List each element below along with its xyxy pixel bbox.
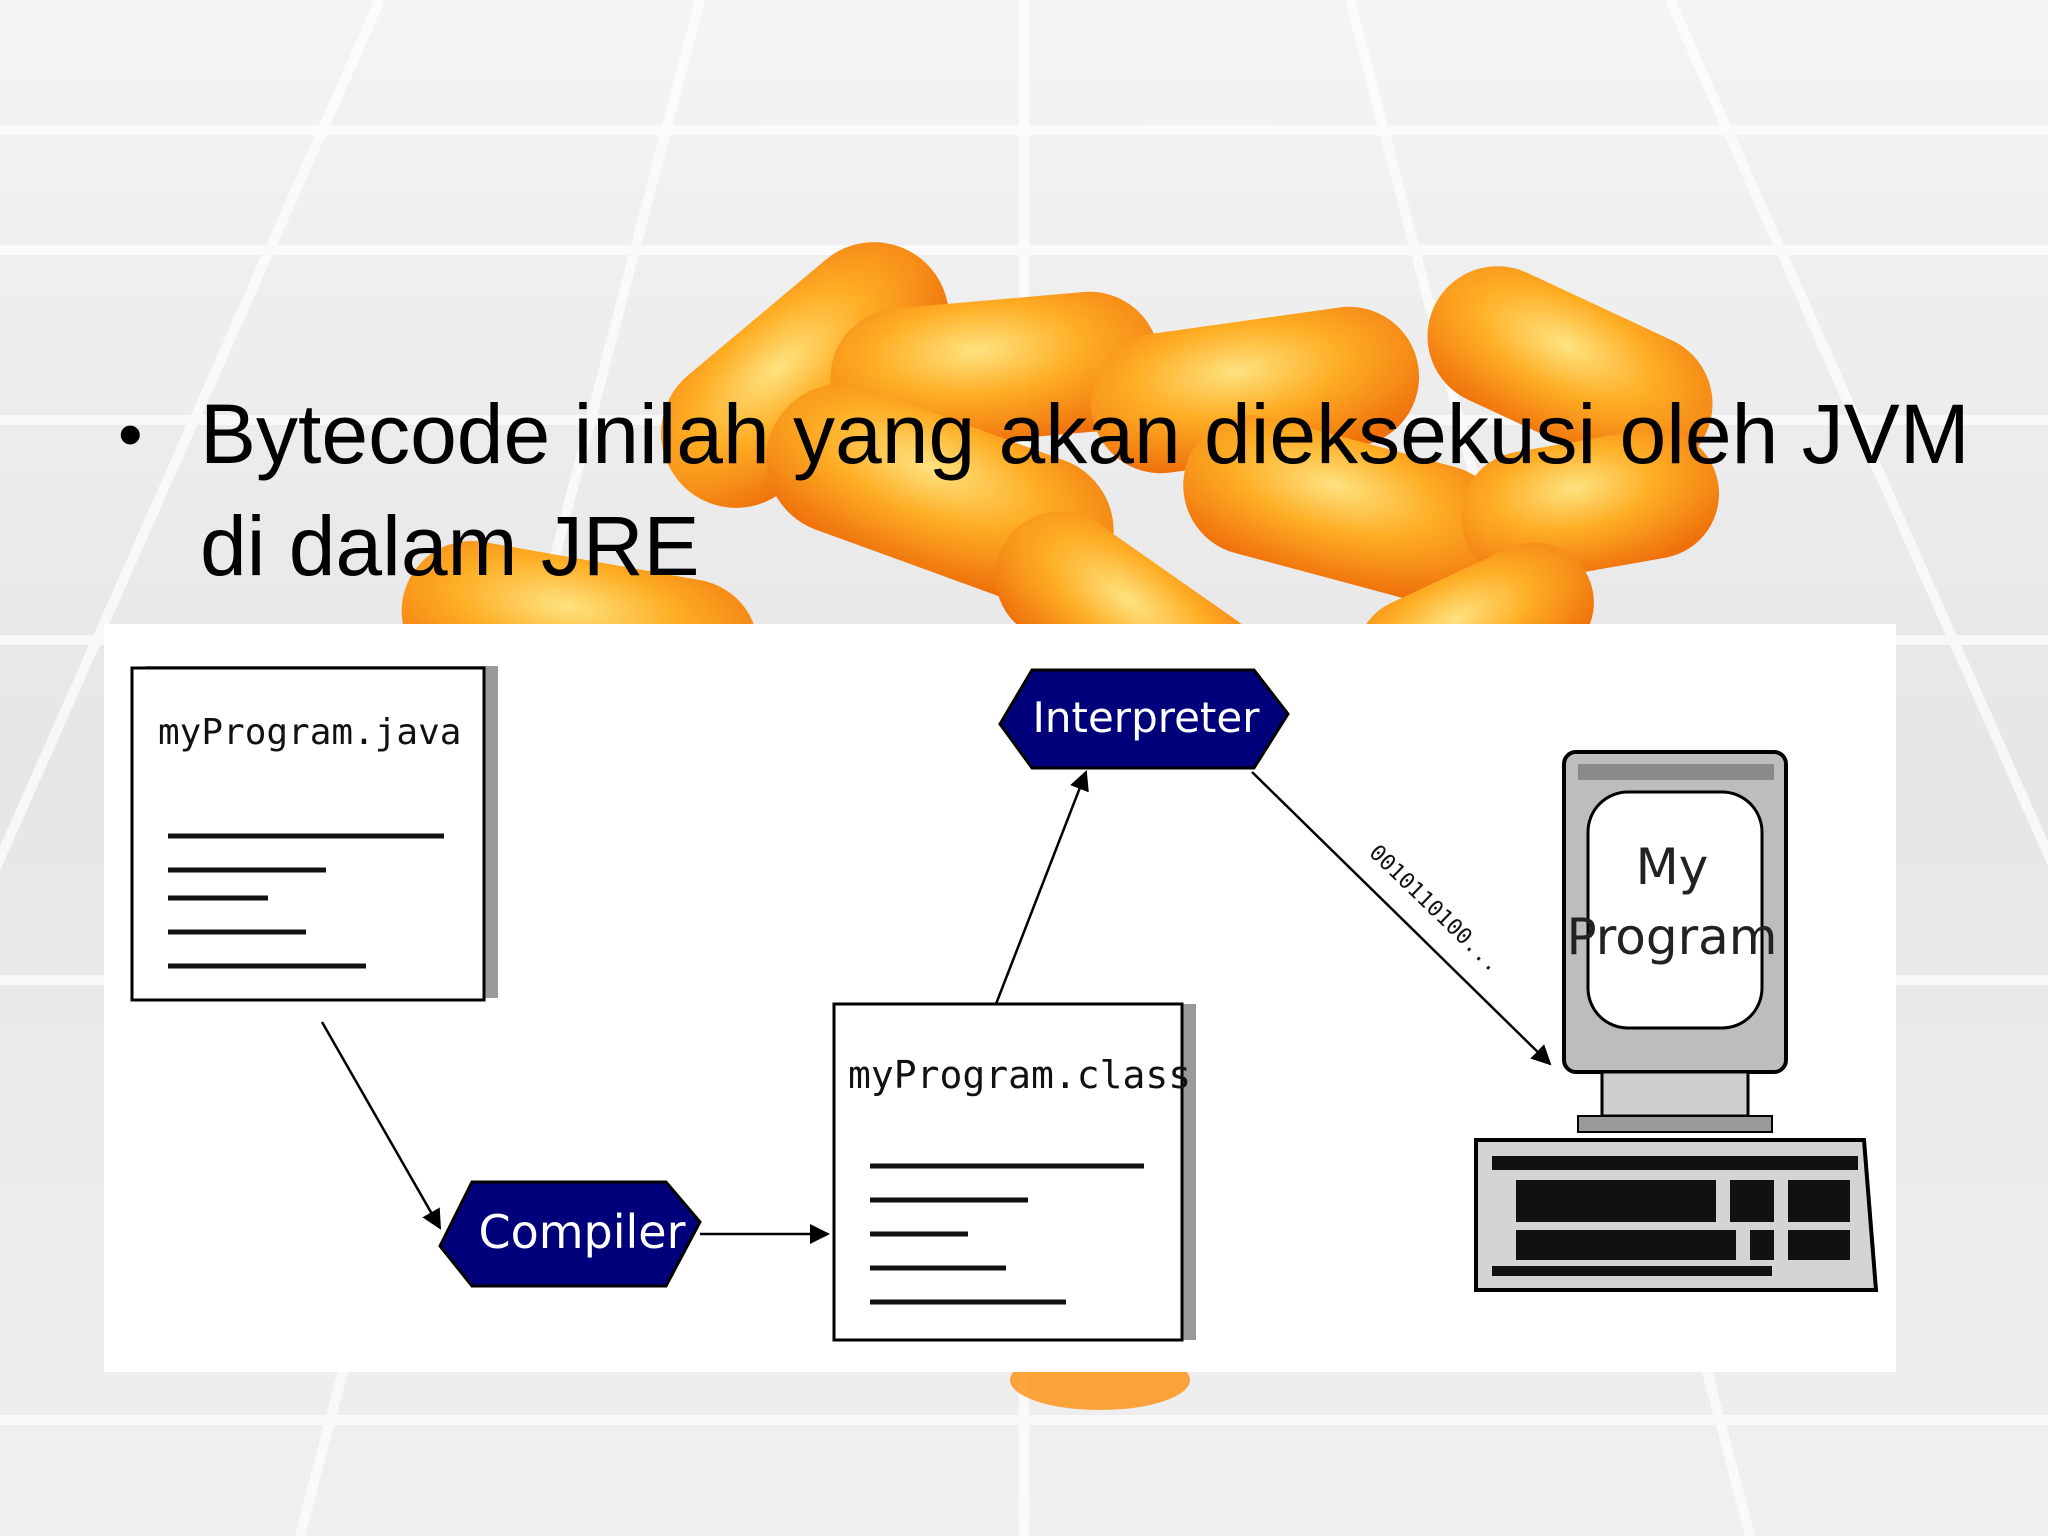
compiler-label: Compiler xyxy=(478,1205,685,1259)
screen-text-line1: My xyxy=(1636,838,1709,896)
source-file-lines xyxy=(168,833,444,969)
java-execution-diagram: myProgram.java Compiler myProgram.class xyxy=(104,624,1896,1372)
interpreter-label: Interpreter xyxy=(1032,693,1260,742)
interpreter-node: Interpreter xyxy=(998,668,1290,770)
bullet-marker: • xyxy=(118,395,143,473)
arrow-source-to-compiler xyxy=(320,1021,442,1230)
class-file-lines xyxy=(870,1163,1144,1305)
source-file-document: myProgram.java xyxy=(130,666,498,1002)
compiler-node: Compiler xyxy=(438,1180,702,1288)
arrow-interpreter-to-computer xyxy=(1251,771,1552,1066)
class-file-label: myProgram.class xyxy=(848,1053,1191,1097)
computer-icon: My Program xyxy=(1474,750,1879,1292)
bullet-text: Bytecode inilah yang akan dieksekusi ole… xyxy=(200,387,1970,593)
arrow-class-to-interpreter xyxy=(994,770,1089,1005)
class-file-document: myProgram.class xyxy=(832,1002,1196,1342)
screen-text-line2: Program xyxy=(1567,908,1778,966)
keyboard-keys xyxy=(1492,1156,1858,1276)
source-file-label: myProgram.java xyxy=(158,712,461,753)
